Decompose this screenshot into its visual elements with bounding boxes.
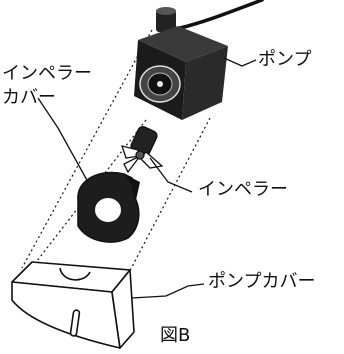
impeller-cover-label-line1: インペラー	[2, 63, 92, 84]
figure-label: 図B	[160, 325, 191, 346]
impeller-cover-label-line2: カバー	[2, 87, 56, 108]
pump-cover	[11, 261, 135, 349]
pump-body	[134, 7, 228, 120]
impeller	[121, 125, 164, 174]
impeller-label: インペラー	[198, 179, 288, 200]
leader-lines	[37, 57, 257, 299]
assembly-guide-lines	[21, 29, 211, 283]
power-cable	[178, 0, 264, 30]
pump-label: ポンプ	[258, 49, 312, 70]
impeller-cover	[77, 171, 140, 243]
pump-cover-label: ポンプカバー	[208, 271, 316, 292]
